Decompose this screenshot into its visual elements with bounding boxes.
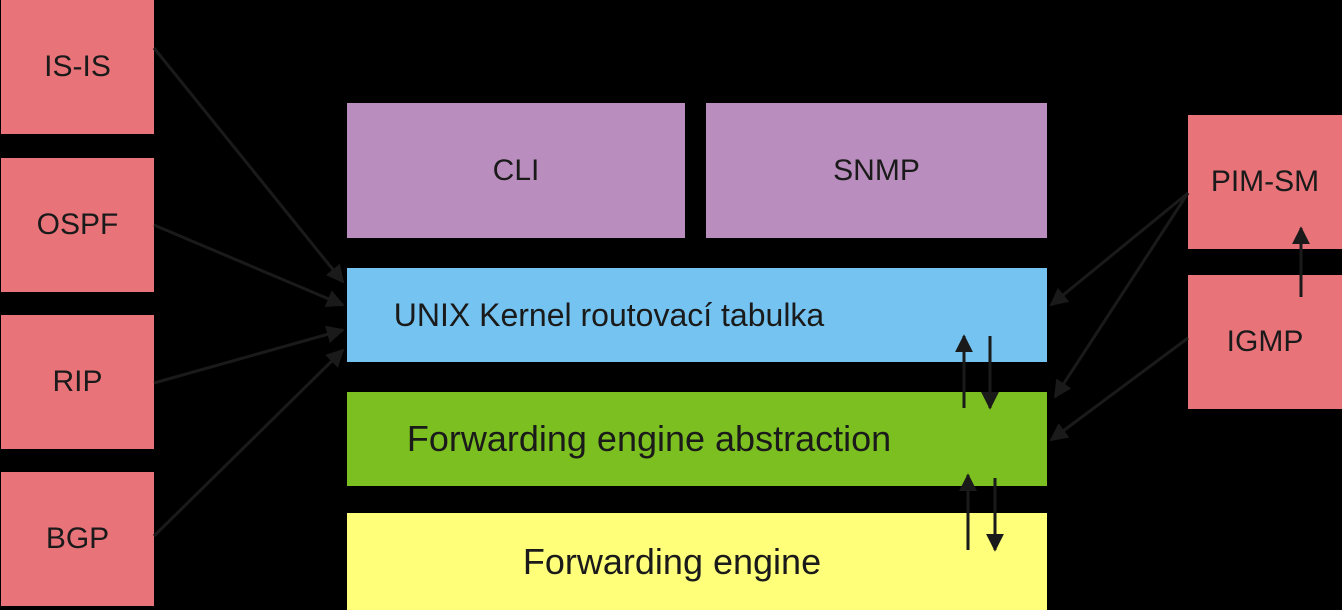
cli-label: CLI	[492, 153, 540, 187]
cli-box: CLI	[347, 103, 685, 238]
arrow-isis-to-kernel	[152, 47, 345, 284]
isis-label: IS-IS	[44, 50, 111, 83]
bgp-label: BGP	[45, 522, 110, 555]
igmp-box: IGMP	[1188, 275, 1342, 409]
kernel-routing-table-box: UNIX Kernel routovací tabulka	[347, 268, 1047, 362]
forwarding-abstraction-label: Forwarding engine abstraction	[406, 418, 892, 459]
arrow-bgp-to-kernel	[152, 348, 345, 538]
pimsm-box: PIM-SM	[1188, 115, 1342, 249]
isis-box: IS-IS	[1, 0, 154, 134]
ospf-box: OSPF	[1, 158, 154, 292]
snmp-box: SNMP	[706, 103, 1047, 238]
bgp-box: BGP	[1, 472, 154, 606]
arrow-pimsm-to-forwarding-abstraction	[1053, 192, 1190, 399]
snmp-label: SNMP	[833, 153, 920, 187]
forwarding-engine-label: Forwarding engine	[522, 540, 822, 582]
rip-label: RIP	[52, 365, 103, 398]
kernel-label: UNIX Kernel routovací tabulka	[393, 296, 825, 333]
igmp-label: IGMP	[1226, 325, 1304, 358]
ospf-label: OSPF	[36, 208, 119, 241]
arrow-igmp-to-forwarding-abstraction	[1049, 336, 1189, 442]
arrow-ospf-to-kernel	[153, 223, 345, 307]
forwarding-engine-abstraction-box: Forwarding engine abstraction	[347, 392, 1047, 486]
arrow-rip-to-kernel	[153, 325, 345, 385]
forwarding-engine-box: Forwarding engine	[347, 513, 1047, 610]
arrow-pimsm-to-kernel	[1049, 191, 1189, 307]
rip-box: RIP	[1, 315, 154, 449]
pimsm-label: PIM-SM	[1210, 165, 1320, 198]
